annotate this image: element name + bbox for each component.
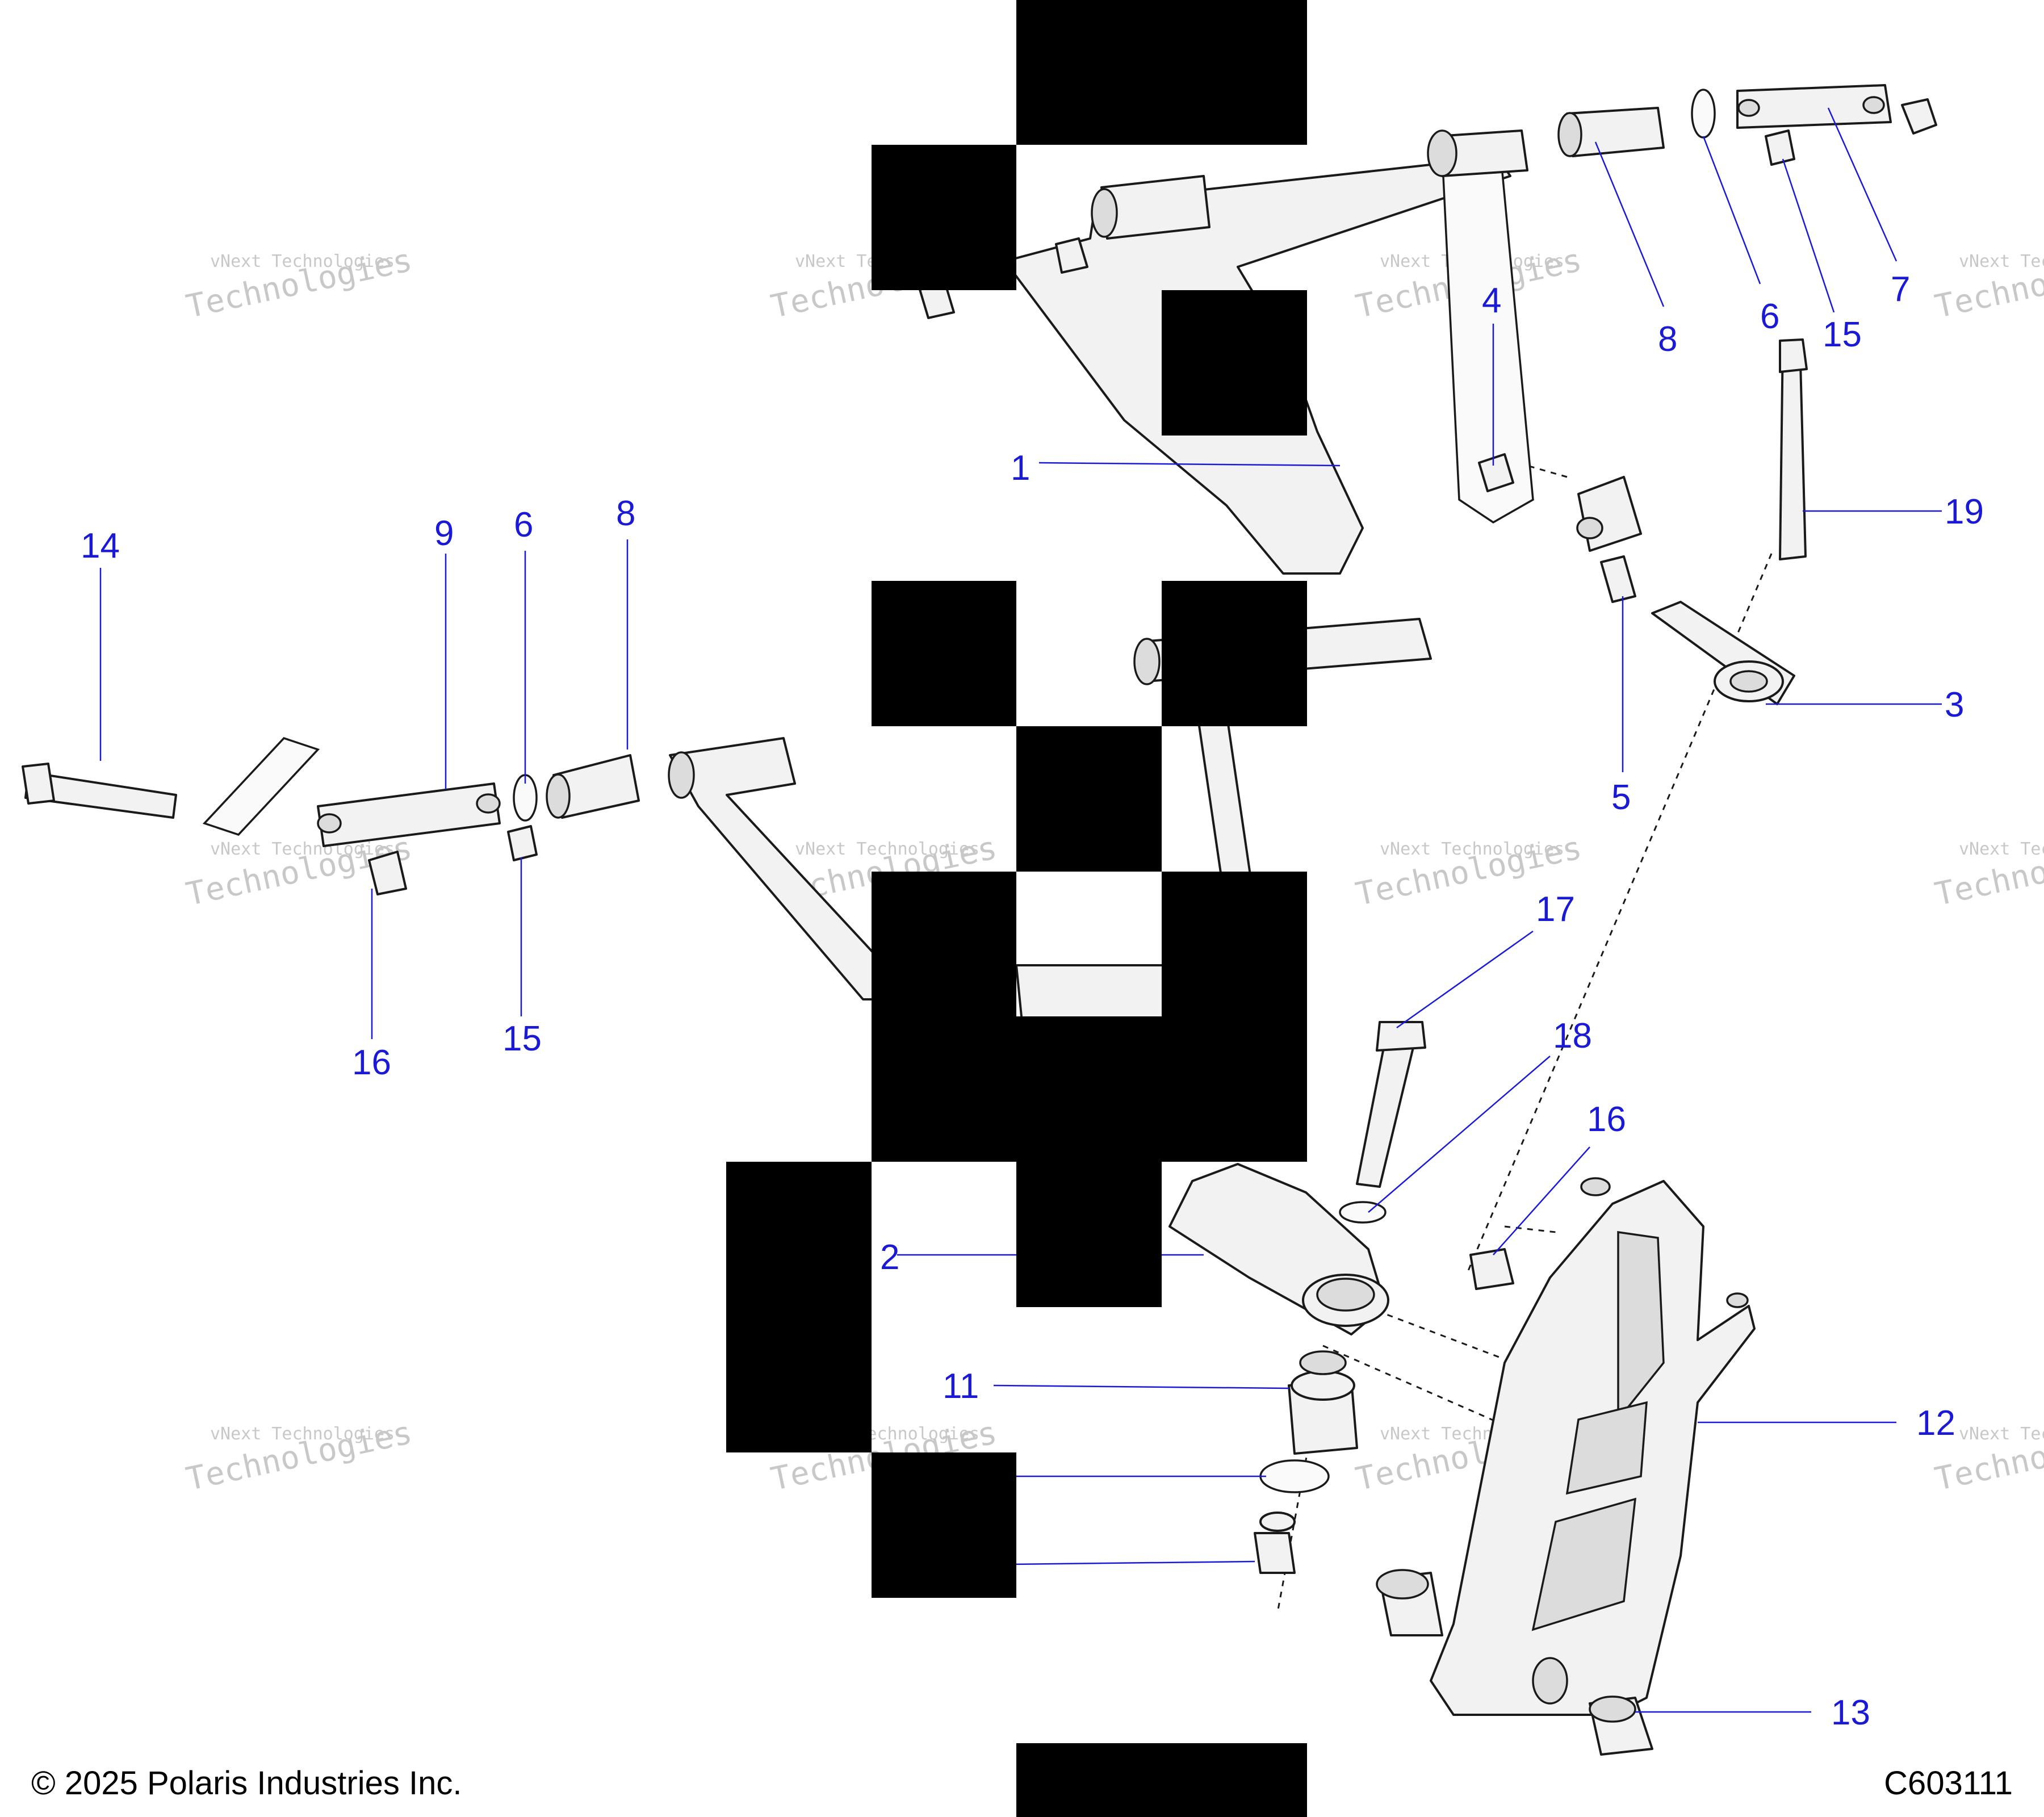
leader-6-upper — [1702, 136, 1761, 284]
leader-11 — [993, 1384, 1289, 1389]
callout-12: 12 — [1916, 1404, 1955, 1443]
nut-15-left — [507, 825, 538, 861]
callout-2: 2 — [880, 1238, 899, 1277]
redaction-block — [1016, 726, 1162, 872]
watermark-text: vNext Technologies — [1959, 839, 2044, 859]
redaction-block — [872, 145, 1016, 290]
leader-1 — [1038, 462, 1341, 467]
redaction-block — [1016, 0, 1307, 145]
nut-upper-right — [1901, 98, 1937, 135]
bolt-19 — [1779, 340, 1807, 560]
redaction-block — [872, 581, 1016, 726]
knuckle — [1376, 1177, 1756, 1756]
assembly-line — [1504, 1225, 1556, 1233]
redaction-block — [872, 1452, 1016, 1598]
redaction-block — [1162, 290, 1307, 436]
callouts: 1 2 3 4 5 6 6 7 8 8 9 11 12 13 14 15 15 … — [81, 270, 1984, 1732]
callout-16-left: 16 — [352, 1043, 391, 1082]
callout-19: 19 — [1945, 492, 1984, 531]
callout-17: 17 — [1536, 890, 1575, 929]
callout-6-left: 6 — [514, 505, 533, 545]
nut-lower — [1254, 1532, 1296, 1574]
callout-13: 13 — [1831, 1693, 1870, 1732]
copyright-text: © 2025 Polaris Industries Inc. — [31, 1765, 462, 1802]
leader-7 — [1827, 107, 1898, 262]
redaction-block — [1162, 872, 1307, 1162]
nut-4 — [1478, 453, 1514, 492]
watermark: vNext Technologies Technologies — [183, 242, 415, 326]
callout-16-right: 16 — [1587, 1100, 1626, 1139]
redaction-block — [1016, 1016, 1162, 1307]
upper-a-arm — [1004, 129, 1642, 575]
nut-5 — [1600, 555, 1636, 603]
leader-18 — [1368, 1056, 1551, 1213]
tie-rod-parts — [1600, 338, 1808, 705]
callout-8-upper: 8 — [1658, 320, 1677, 359]
callout-4: 4 — [1482, 281, 1501, 320]
leader-15-upper — [1782, 158, 1835, 313]
leader-lines — [99, 107, 1942, 1713]
pivot-tube-9 — [317, 782, 501, 847]
footer: © 2025 Polaris Industries Inc. C603111 — [31, 1765, 2013, 1802]
callout-3: 3 — [1945, 685, 1964, 725]
assembly-line — [1527, 464, 1568, 478]
watermark: vNext Technologies Technologies — [183, 1414, 415, 1498]
watermark-text: vNext Technologies — [1959, 252, 2044, 271]
watermark-text: vNext Technologies — [210, 839, 395, 859]
callout-5: 5 — [1611, 778, 1631, 817]
callout-6-upper: 6 — [1760, 297, 1779, 336]
redaction-block — [726, 1162, 872, 1452]
callout-15-upper: 15 — [1823, 315, 1862, 354]
leader-8-upper — [1594, 141, 1665, 307]
ghost-pivot — [202, 736, 320, 836]
watermark: vNext Technologies Technologies — [1932, 242, 2044, 326]
watermark-text: vNext Technologies — [210, 252, 395, 271]
diagram-code: C603111 — [1884, 1765, 2013, 1802]
watermark-text: vNext Technologies — [210, 1424, 395, 1444]
watermark-text: vNext Technologies — [1959, 1424, 2044, 1444]
callout-15-left: 15 — [502, 1019, 542, 1058]
nut-16-right — [1469, 1248, 1514, 1290]
watermark: vNext Technologies Technologies — [1932, 830, 2044, 914]
lower-ball-joint-parts — [1254, 1350, 1358, 1574]
callout-1: 1 — [1011, 449, 1030, 488]
leader-nut-lower — [1010, 1560, 1255, 1565]
callout-11: 11 — [943, 1367, 979, 1406]
leader-16-right — [1493, 1146, 1590, 1255]
callout-14: 14 — [81, 526, 120, 566]
nut-15-upper — [1765, 129, 1795, 166]
leader-17 — [1396, 930, 1534, 1029]
washer-6-upper — [1691, 89, 1716, 139]
redaction-blocks — [726, 0, 1307, 1817]
watermark-text: vNext Technologies — [1380, 839, 1564, 859]
redaction-block — [872, 872, 1016, 1162]
watermark-text: vNext Technologies — [795, 839, 979, 859]
callout-8-left: 8 — [616, 494, 635, 533]
callout-7: 7 — [1891, 270, 1910, 309]
redaction-block — [1016, 1743, 1307, 1817]
pivot-tube-7 — [1736, 84, 1892, 129]
callout-9: 9 — [434, 514, 454, 553]
upper-right-parts — [919, 84, 1937, 492]
washer-lower — [1259, 1512, 1296, 1532]
washer-18 — [1339, 1201, 1387, 1224]
callout-18: 18 — [1553, 1016, 1592, 1056]
snap-ring — [1259, 1459, 1330, 1493]
bolt-17 — [1356, 1032, 1418, 1188]
nut-16-left — [368, 851, 407, 895]
redaction-block — [1162, 581, 1307, 726]
nut-upper-mid — [1055, 237, 1088, 274]
